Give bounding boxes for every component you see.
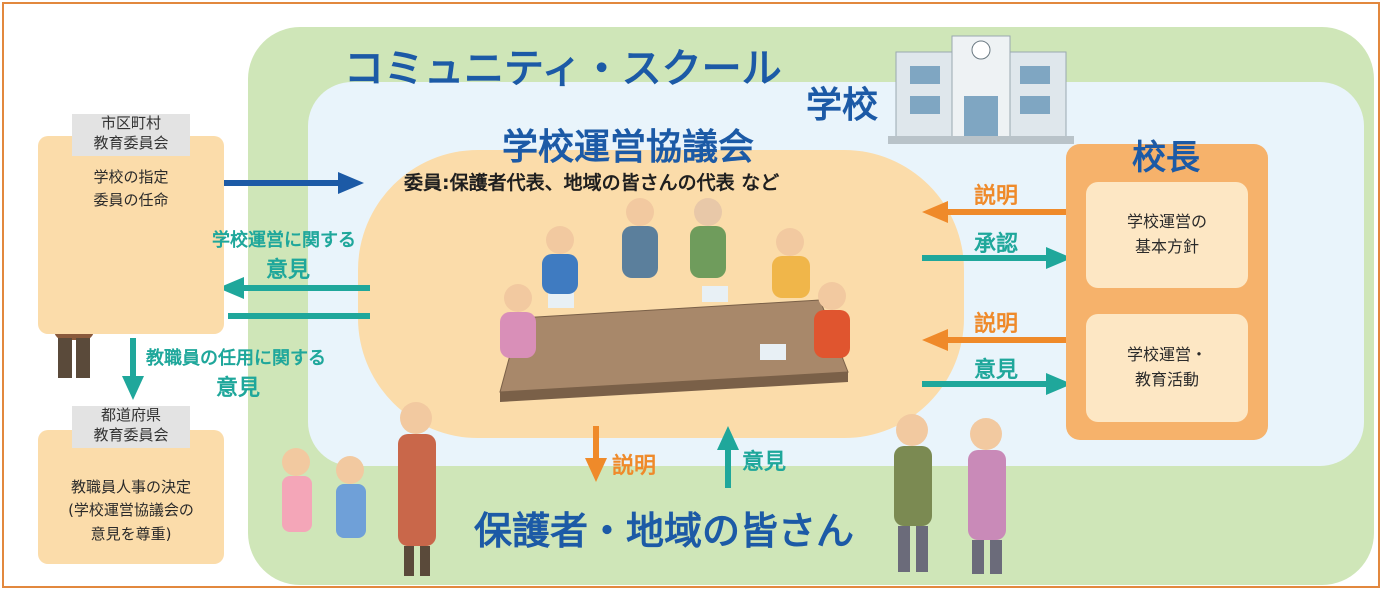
community-title: 保護者・地域の皆さん: [474, 509, 855, 553]
school-building-illustration: [888, 35, 1074, 144]
label-council-approve: 承認: [974, 232, 1019, 257]
label-council-to-municipal-2: 意見: [266, 258, 311, 283]
council-title: 学校運営協議会: [502, 127, 755, 168]
label-council-to-municipal-1: 学校運営に関する: [212, 230, 356, 251]
principal-title: 校長: [1132, 138, 1200, 178]
prefectural-board-header: 都道府県 教育委員会: [72, 406, 190, 448]
label-principal-explain-1: 説明: [974, 184, 1019, 209]
municipal-board-text: 学校の指定 委員の任命: [93, 168, 169, 210]
arrow-municipal-to-prefectural: [122, 338, 144, 400]
community-school-title: コミュニティ・スクール: [344, 46, 782, 92]
prefectural-board-text: 教職員人事の決定 (学校運営協議会の 意見を尊重): [68, 478, 194, 543]
arrow-council-explain-down: [585, 426, 607, 482]
council-members: 委員:保護者代表、地域の皆さんの代表 など: [404, 172, 780, 194]
municipal-board-box: [38, 136, 224, 334]
arrow-municipal-to-council: [214, 172, 364, 194]
prefectural-board-box: [38, 430, 224, 564]
school-title: 学校: [806, 85, 879, 126]
meeting-table-illustration: [499, 198, 850, 402]
principal-item-policy: 学校運営の 基本方針: [1086, 182, 1248, 288]
label-community-opinion-up: 意見: [742, 450, 787, 475]
arrow-council-to-municipal: [218, 277, 370, 319]
label-staff-appointment-1: 教職員の任用に関する: [146, 348, 326, 369]
principal-item-activities: 学校運営・ 教育活動: [1086, 314, 1248, 422]
label-staff-appointment-2: 意見: [216, 376, 261, 401]
arrow-council-approve: [922, 247, 1072, 269]
arrow-council-opinion: [922, 373, 1072, 395]
label-council-explain-down: 説明: [612, 454, 657, 479]
family-illustration: [282, 402, 436, 576]
label-council-opinion: 意見: [974, 358, 1019, 383]
label-principal-explain-2: 説明: [974, 312, 1019, 337]
arrow-community-opinion-up: [717, 426, 739, 488]
elderly-couple-illustration: [894, 414, 1006, 574]
arrow-principal-explain-1: [922, 201, 1072, 223]
arrow-principal-explain-2: [922, 329, 1072, 351]
municipal-board-header: 市区町村 教育委員会: [72, 114, 190, 156]
